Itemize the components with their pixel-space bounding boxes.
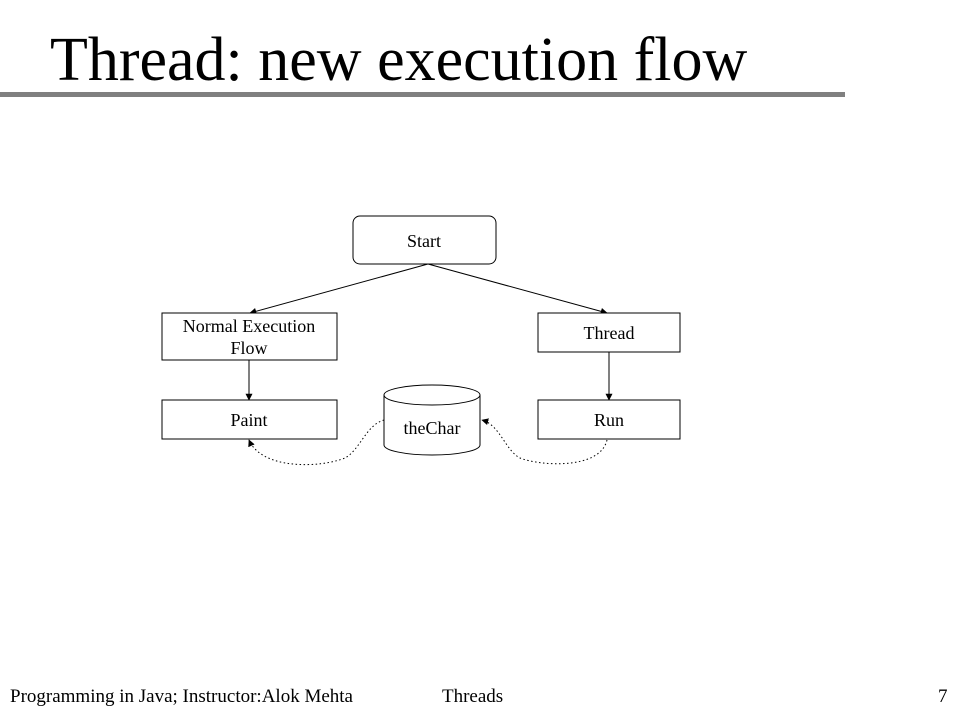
footer-course: Programming in Java; Instructor:Alok Meh…	[10, 686, 353, 707]
footer-topic: Threads	[442, 686, 504, 707]
paint-label: Paint	[230, 410, 267, 430]
run-node: Run	[537, 399, 681, 440]
slide-title: Thread: new execution flow	[50, 26, 748, 94]
normal-execution-label-line1: Normal Execution	[183, 316, 315, 336]
paint-node: Paint	[161, 399, 338, 440]
normal-execution-flow-node: Normal Execution Flow	[161, 312, 338, 361]
start-node: Start	[352, 215, 497, 265]
footer-page-number: 7	[938, 686, 948, 707]
thread-node: Thread	[537, 312, 681, 353]
thechar-label: theChar	[404, 418, 461, 438]
start-label: Start	[407, 231, 441, 251]
run-label: Run	[594, 410, 624, 430]
arrow-start-to-thread	[427, 263, 608, 315]
thechar-data-store: theChar	[383, 384, 481, 456]
title-rule	[0, 92, 845, 97]
arrow-start-to-normal	[249, 263, 429, 315]
thread-label: Thread	[584, 323, 635, 343]
dotted-arrow-run-to-thechar	[481, 418, 608, 465]
normal-execution-label-line2: Flow	[230, 338, 267, 358]
